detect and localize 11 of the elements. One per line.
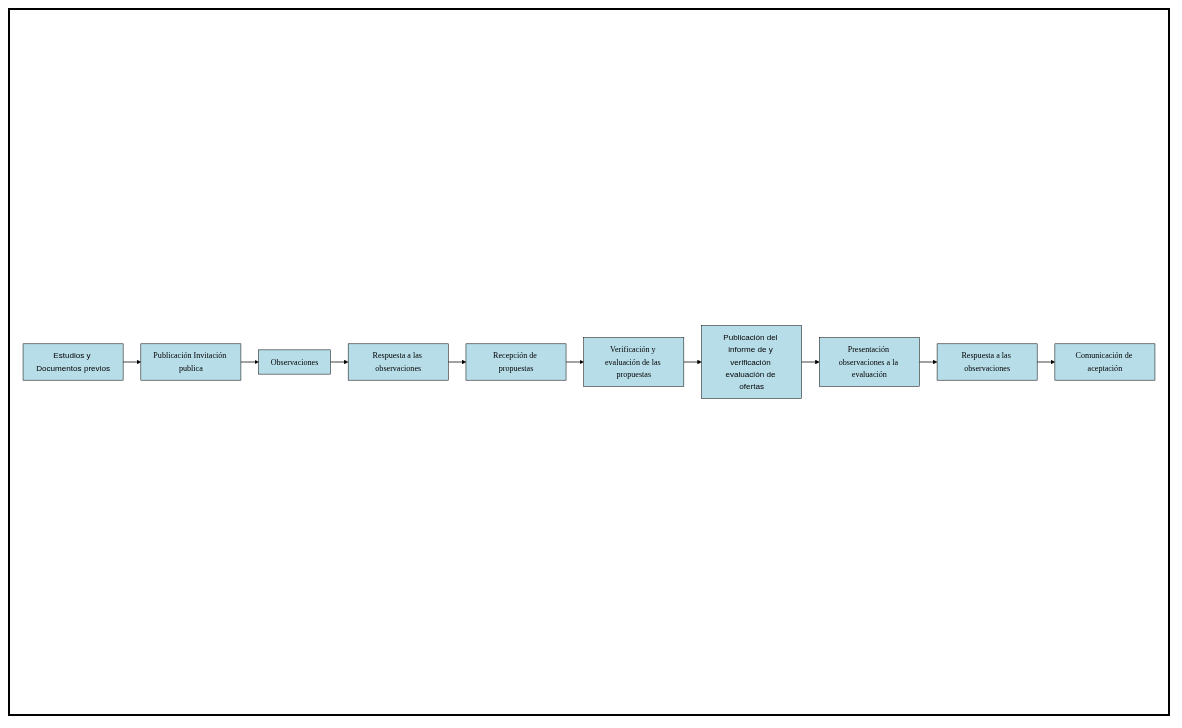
node-box	[465, 343, 567, 381]
node-box	[936, 343, 1038, 381]
node-box	[1054, 343, 1156, 381]
node-box	[347, 343, 449, 381]
node-box	[583, 337, 685, 387]
node-box	[819, 337, 920, 387]
node-box	[701, 325, 802, 399]
node-box	[22, 343, 124, 381]
diagram-frame: Estudios y Documentos previos Publicación Invitación publica Observaciones Verificación y evaluación de las propuestas Recepción de propuestas Respuesta a las observaciones Publicación del informe de y verificación evaluación de ofertas Presentación observaciones a la evaluación Respuesta a las observaciones Comunicación de aceptación	[8, 8, 1170, 716]
node-box	[140, 343, 242, 381]
node-box	[258, 349, 331, 375]
